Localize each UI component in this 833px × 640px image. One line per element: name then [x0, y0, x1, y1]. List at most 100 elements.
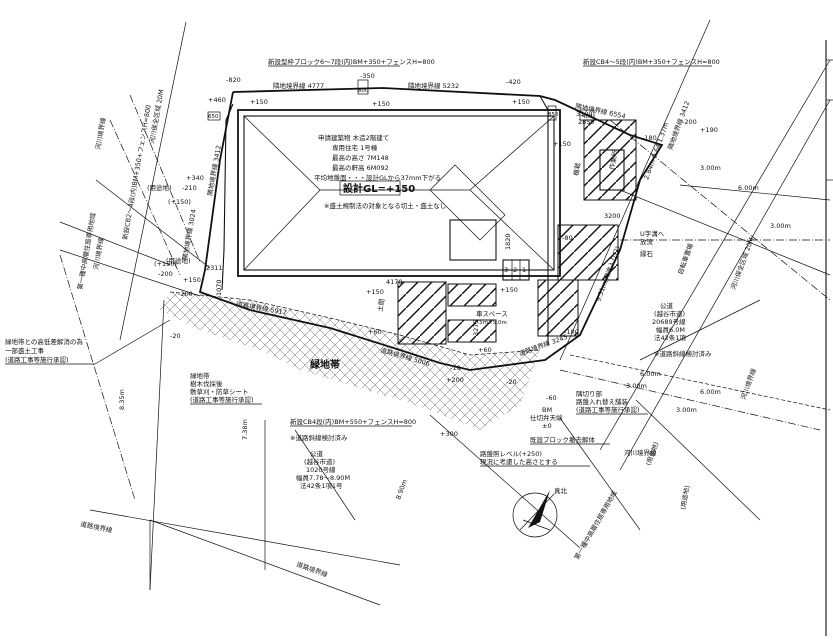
lv-p300: +300 — [440, 430, 458, 438]
label-avg-ground: 平均地盤面・・・設計GLから37mm下がる — [314, 173, 441, 182]
lv-p200: +200 — [446, 376, 464, 384]
label-u-gutter-2: 放流 — [640, 237, 654, 246]
dim-1820: 1820 — [504, 233, 512, 250]
label-use-left: (用途地) — [166, 256, 191, 265]
label-road-boundary-b1: 道路境界線 — [80, 519, 114, 535]
label-public-road-3: 1020号線 — [306, 465, 336, 474]
label-remove-block: 既設ブロック撤去解体 — [530, 435, 596, 444]
label-adj-3412: 隣地境界線 3412 — [205, 144, 223, 196]
label-building-title: 申請建築物 木造2階建て — [318, 133, 389, 142]
lv-m80: -80 — [562, 234, 573, 242]
label-curb-1: 路盤照レベル(+250) — [480, 449, 542, 458]
dim-3-right: 3.00m — [770, 222, 791, 230]
lv-m210: -210 — [182, 184, 197, 192]
label-slope-note-3: (道路工事等施行承認) — [5, 355, 69, 364]
lv-m10: -10 — [450, 364, 461, 372]
label-zone-left: 第一種中高層住居専用地域 — [75, 211, 97, 290]
label-corner-2: 路盤入れ替え舗装 — [576, 397, 629, 406]
north-arrow — [512, 490, 558, 538]
dim-2850: 2850 — [578, 118, 595, 126]
dim-6-top: 6.00m — [738, 184, 759, 192]
lv-p150c: +150 — [512, 98, 530, 106]
label-north: 真北 — [554, 486, 568, 495]
lv-m100: -100 — [564, 328, 579, 336]
label-public-road-r2: (越谷市道) — [654, 309, 685, 318]
label-fence-top-right: 新設CB4～5段(内)BM+350+フェンスH=800 — [583, 57, 720, 66]
label-road-boundary-b2: 道路境界線 — [295, 559, 329, 579]
dim-738: 7.38m — [241, 419, 249, 440]
lv-p340: +340 — [186, 174, 204, 182]
label-river-boundary-b: 河川境界線 — [624, 448, 657, 457]
lv-p150a: +150 — [250, 98, 268, 106]
label-public-road-r1: 公道 — [660, 301, 674, 310]
label-fence-bottom: 新設CB4段(内)BM+550+フェンスH=800 — [290, 417, 416, 426]
lv-m350: -350 — [360, 72, 375, 80]
label-public-road-1: 公道 — [310, 449, 324, 458]
label-public-road-r5: 法42条1項 — [654, 333, 686, 342]
lv-m820: -820 — [226, 76, 241, 84]
label-slope-note-2: 一部盛土工事 — [5, 346, 45, 355]
label-building-eave: 最高の軒高 6M092 — [332, 163, 389, 172]
label-adj-5232: 隣地境界線 5232 — [408, 81, 459, 90]
num-3: 3 — [504, 266, 508, 274]
box-650: 650 — [208, 114, 219, 120]
dim-3-top: 3.00m — [700, 164, 721, 172]
dim-1070: 1070 — [215, 279, 223, 296]
label-side-dim: 2.84m 0.64 1.37m — [642, 121, 670, 180]
lv-p150i: +150 — [553, 140, 571, 148]
label-gb-note-4: (道路工事等施行承認) — [190, 395, 254, 404]
num-2: 2 — [513, 266, 517, 274]
title-block-edge — [825, 40, 833, 636]
dim-835: 8.35m — [118, 389, 126, 410]
label-slope-note-1: 緑地帯との高低差解消の為 — [5, 337, 83, 346]
label-building-height: 最高の高さ 7M148 — [332, 153, 389, 162]
lv-m180: -180 — [642, 134, 657, 142]
label-public-road-5: 法42条1項1号 — [300, 481, 343, 490]
label-public-road-4: 幅員7.78～8.90M — [296, 473, 350, 482]
label-adj-3024: 隣地境界線 3024 — [180, 208, 198, 260]
label-public-road-2: (越谷市道) — [304, 457, 335, 466]
parking-area — [397, 119, 637, 345]
dim-890: 8.90m — [394, 478, 409, 500]
dim-6-mid2: 6.00m — [700, 388, 721, 396]
label-bm-1: BM — [542, 406, 552, 414]
label-use-zone-r2: (用途地) — [678, 485, 691, 511]
label-river-boundary-2: 河川境界線 — [91, 236, 106, 270]
lv-p190: +190 — [700, 126, 718, 134]
label-gb-note-2: 樹木伐採後 — [190, 379, 223, 388]
label-u-gutter-1: U字溝へ — [640, 229, 665, 238]
box-850: 850 — [548, 112, 559, 118]
dim-4170: 4170 — [386, 278, 403, 286]
dim-3200: 3200 — [604, 212, 621, 220]
label-gb-note-1: 緑地帯 — [190, 371, 210, 380]
label-design-gl: 設計GL=+150 — [343, 182, 415, 195]
label-zone-bottom: 第一種中高層住居専用地域 — [572, 489, 619, 561]
lv-m60: -60 — [546, 394, 557, 402]
label-curb-2: 現況に考慮した高さとする — [480, 457, 558, 466]
dim-3-low: 3.00m — [676, 406, 697, 414]
label-planter: 植栽 — [571, 161, 582, 176]
label-gb-note-3: 敷草刈・防草シート — [190, 387, 249, 396]
lv-p150g: +150 — [366, 288, 384, 296]
label-bike: 自転車置場 — [675, 242, 695, 276]
label-bm-3: ±0 — [542, 422, 552, 430]
dim-3-mid: 3.00m — [626, 382, 647, 390]
label-adj-4777: 隣地境界線 4777 — [273, 81, 324, 90]
lv-m200a: -200 — [682, 118, 697, 126]
level-boxes — [207, 79, 595, 121]
lv-m20a: -20 — [170, 332, 181, 340]
lv-m200c: -200 — [178, 290, 193, 298]
label-parking-2: 2.5m×5.0m — [474, 320, 507, 326]
lv-p150d: (+150) — [168, 198, 191, 206]
building — [237, 109, 561, 277]
dim-3100: 3100 — [576, 110, 593, 118]
lv-p150f: +150 — [183, 276, 201, 284]
label-earth: 土間 — [375, 298, 386, 312]
lv-p60b: +60 — [478, 346, 492, 354]
label-parking-1: 車スペース — [476, 309, 508, 318]
lv-p150h: +150 — [500, 286, 518, 294]
label-corner-1: 隅切り部 — [576, 389, 603, 398]
label-road-check-2: ※道路斜線検討済み — [654, 349, 712, 358]
green-belt-hatch — [160, 292, 540, 430]
